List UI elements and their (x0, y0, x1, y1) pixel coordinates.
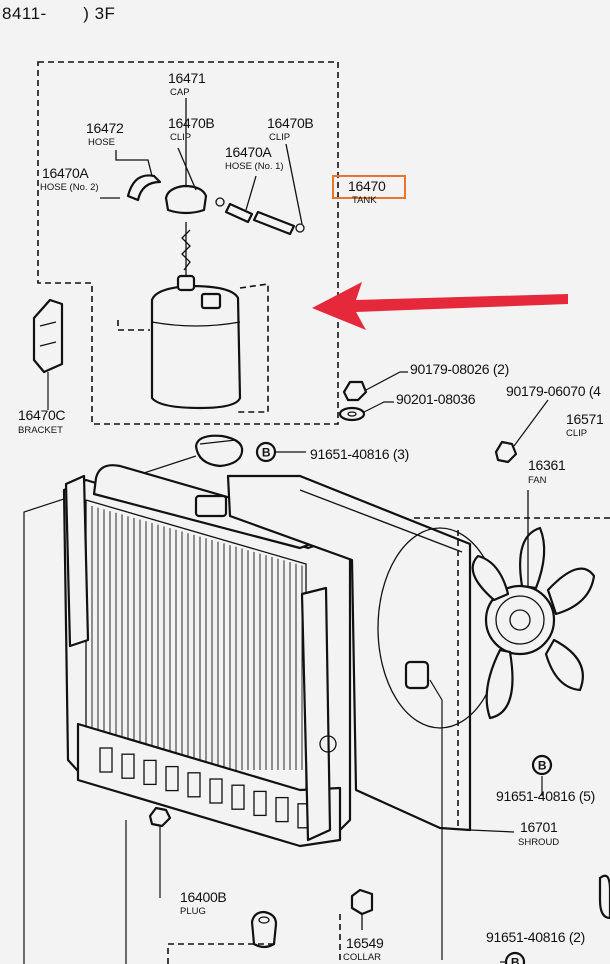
label-p16470a1-name: HOSE (No. 1) (225, 161, 284, 172)
label-p16470a2-name: HOSE (No. 2) (40, 182, 99, 193)
marker-b3-letter: B (511, 956, 520, 964)
drain-plug (125, 806, 172, 964)
label-p16472-name: HOSE (88, 137, 115, 148)
part-suffix: ) 3F (83, 4, 116, 23)
label-p16470a1-number: 16470A (225, 144, 272, 160)
label-p91651b-number: 91651-40816 (5) (496, 788, 595, 804)
marker-b2-letter: B (538, 759, 547, 773)
label-p16470b2-number: 16470B (267, 115, 313, 131)
label-p16470b1-number: 16470B (168, 115, 214, 131)
label-p16470c-name: BRACKET (18, 425, 63, 436)
ref-markers: B B B (255, 441, 553, 964)
reservoir-cap (164, 98, 208, 215)
collar (167, 910, 278, 964)
bottom-tank-ribs (99, 747, 311, 829)
bolt-90179-08026 (342, 371, 408, 402)
label-p16470-name: TANK (352, 195, 377, 206)
label-p16470a2-number: 16470A (42, 165, 89, 181)
label-p16571-name: CLIP (566, 428, 587, 439)
fan-shroud (226, 474, 610, 960)
label-p90179a-number: 90179-08026 (2) (410, 361, 509, 377)
part-prefix: 8411- (2, 4, 47, 23)
label-p16470c-number: 16470C (18, 407, 65, 423)
label-p90201-number: 90201-08036 (396, 391, 476, 407)
label-p90179b-number: 90179-06070 (4 (506, 383, 601, 399)
label-p16470b1-name: CLIP (170, 132, 191, 143)
washer-90201 (338, 401, 394, 422)
label-p16471-number: 16471 (168, 70, 206, 86)
cooling-fan (471, 490, 596, 720)
label-p16361-name: FAN (528, 475, 547, 486)
label-p16549-name: COLLAR (343, 952, 381, 963)
label-p16549-number: 16549 (346, 935, 384, 951)
label-p16400b-number: 16400B (180, 889, 226, 905)
label-p16472-number: 16472 (86, 120, 124, 136)
reservoir-group-box (37, 61, 339, 425)
reservoir-tank (150, 222, 242, 410)
marker-b1-letter: B (262, 446, 271, 460)
label-p16471-name: CAP (170, 87, 190, 98)
label-p91651c-number: 91651-40816 (2) (486, 929, 585, 945)
radiator-fins (91, 506, 303, 770)
tank-highlight-box (332, 175, 406, 199)
label-p16470b2-name: CLIP (269, 132, 290, 143)
hose-no1 (100, 143, 305, 236)
marker-b3: B (504, 951, 526, 964)
label-p91651a-number: 91651-40816 (3) (310, 446, 409, 462)
label-p16400b-name: PLUG (180, 906, 206, 917)
radiator (62, 464, 352, 848)
pointer-arrow (312, 282, 568, 330)
label-p16361-number: 16361 (528, 457, 566, 473)
marker-b2: B (531, 754, 553, 776)
label-p16470-number: 16470 (348, 178, 386, 194)
mount-lower-right (598, 874, 610, 920)
label-p16701-number: 16701 (520, 819, 558, 835)
marker-b1: B (255, 441, 277, 463)
nut-90179-06070 (494, 399, 549, 464)
bracket (32, 298, 64, 410)
hose-no2 (115, 150, 162, 202)
bolt-lower (339, 888, 374, 964)
part-labels: 16471CAP16472HOSE16470BCLIP16470BCLIP164… (18, 70, 604, 963)
label-p16701-name: SHROUD (518, 837, 559, 848)
label-p16571-number: 16571 (566, 411, 604, 427)
page-header: 8411- ) 3F (2, 4, 115, 24)
